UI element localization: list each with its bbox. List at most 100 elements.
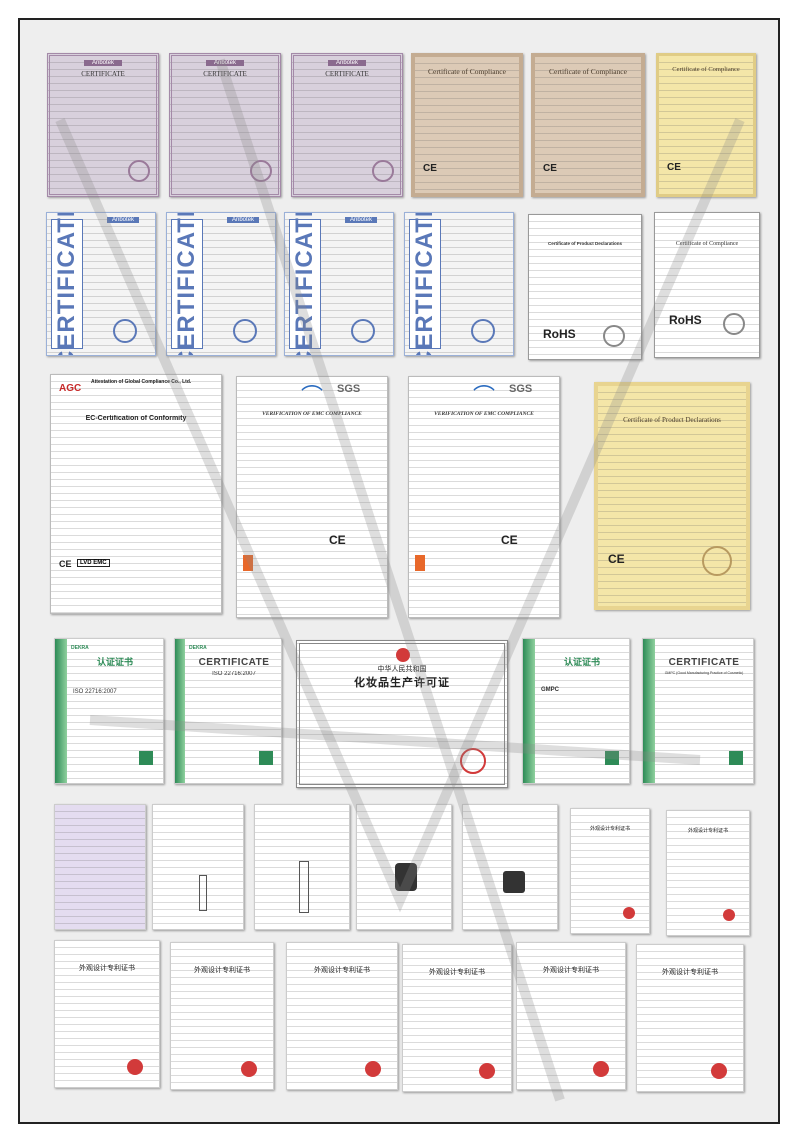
- compliance-certificate-3: Certificate of Compliance CE: [656, 53, 756, 197]
- product-drawing: [199, 875, 207, 911]
- patent-document-4: [356, 804, 452, 930]
- emc-title: VERIFICATION OF EMC COMPLIANCE: [434, 411, 534, 417]
- iso-number: ISO 22716:2007: [73, 689, 117, 695]
- ce-mark: CE: [667, 162, 681, 173]
- patent-document-1: [54, 804, 146, 930]
- rohs-declaration-certificate: Certificate of Product Declarations RoHS: [528, 214, 642, 360]
- anbotek-logo: Anbotek: [227, 217, 259, 223]
- patent-document-5: [462, 804, 558, 930]
- red-seal: [460, 748, 486, 774]
- dekra-logo: DEKRA: [189, 645, 207, 651]
- dekra-certificate-cn-1: DEKRA 认证证书 ISO 22716:2007: [54, 638, 164, 784]
- patent-title: 外观设计专利证书: [589, 827, 630, 832]
- anbotek-logo: Anbotek: [328, 60, 366, 66]
- compliance-title: Certificate of Compliance: [428, 67, 506, 76]
- vertical-title: CERTIFICATE: [171, 213, 203, 355]
- vertical-title: CERTIFICATE: [409, 213, 441, 355]
- product-declarations-title: Certificate of Product Declarations: [547, 241, 623, 246]
- green-side-bar: [55, 639, 67, 783]
- certificate-seal: [471, 319, 495, 343]
- product-declarations-title: Certificate of Product Declarations: [623, 416, 721, 424]
- anbotek-certificate-2: Anbotek CERTIFICATE: [169, 53, 281, 197]
- agc-title: Attestation of Global Compliance Co., Lt…: [91, 379, 192, 385]
- orange-stamp: [415, 555, 425, 571]
- certificate-seal: [128, 160, 150, 182]
- patent-title: 外观设计专利证书: [662, 968, 718, 976]
- green-badge: [259, 751, 273, 765]
- vertical-title: CERTIFICATE: [51, 213, 83, 355]
- patent-title: 外观设计专利证书: [314, 966, 370, 974]
- design-patent-5: 外观设计专利证书: [516, 942, 626, 1090]
- compliance-certificate-2: Certificate of Compliance CE: [531, 53, 645, 197]
- compliance-title: Certificate of Compliance: [672, 66, 740, 73]
- ce-mark: CE: [501, 533, 518, 547]
- compliance-certificate-1: Certificate of Compliance CE: [411, 53, 523, 197]
- red-seal: [127, 1059, 143, 1075]
- rohs-mark: RoHS: [669, 313, 702, 327]
- patent-title: 外观设计专利证书: [79, 964, 135, 972]
- blue-certificate-4: CERTIFICATE: [404, 212, 514, 356]
- rohs-compliance-certificate: Certificate of Compliance RoHS: [654, 212, 760, 358]
- ce-mark: CE: [59, 559, 72, 569]
- gmpc-label: GMPC: [541, 687, 559, 693]
- dekra-iso-certificate: DEKRA CERTIFICATE ISO 22716:2007: [174, 638, 282, 784]
- bird-icon: ⌒: [473, 384, 496, 409]
- national-emblem-icon: [396, 648, 410, 662]
- certificate-seal: [603, 325, 625, 347]
- agc-subtitle: EC-Certification of Conformity: [85, 415, 187, 422]
- ce-mark: CE: [423, 163, 437, 174]
- certificate-seal: [702, 546, 732, 576]
- certificate-title: CERTIFICATE: [668, 657, 740, 668]
- design-patent-2: 外观设计专利证书: [170, 942, 274, 1090]
- anbotek-logo: Anbotek: [345, 217, 377, 223]
- certificate-title: CERTIFICATE: [203, 70, 247, 78]
- red-seal: [593, 1061, 609, 1077]
- ce-mark: CE: [543, 163, 557, 174]
- certificate-seal: [372, 160, 394, 182]
- vertical-title: CERTIFICATE: [289, 213, 321, 355]
- iso-subtitle: ISO 22716:2007: [212, 671, 256, 677]
- certificate-seal: [250, 160, 272, 182]
- green-side-bar: [643, 639, 655, 783]
- license-title: 化妆品生产许可证: [354, 677, 450, 689]
- patent-document-6: 外观设计专利证书: [570, 808, 650, 934]
- patent-document-7: 外观设计专利证书: [666, 810, 750, 936]
- orange-stamp: [243, 555, 253, 571]
- green-side-bar: [523, 639, 535, 783]
- certificate-seal: [351, 319, 375, 343]
- design-patent-3: 外观设计专利证书: [286, 942, 398, 1090]
- patent-title: 外观设计专利证书: [194, 966, 250, 974]
- cn-certificate-title: 认证证书: [96, 657, 133, 667]
- design-patent-6: 外观设计专利证书: [636, 944, 744, 1092]
- sgs-logo: SGS: [509, 383, 533, 395]
- sgs-logo: SGS: [337, 383, 361, 395]
- product-drawing: [299, 861, 309, 913]
- collage-frame: Anbotek CERTIFICATE Anbotek CERTIFICATE …: [18, 18, 780, 1124]
- certificate-title: CERTIFICATE: [198, 657, 270, 668]
- green-badge: [729, 751, 743, 765]
- patent-title: 外观设计专利证书: [687, 829, 728, 834]
- patent-title: 外观设计专利证书: [429, 968, 485, 976]
- anbotek-certificate-3: Anbotek CERTIFICATE: [291, 53, 403, 197]
- cn-certificate-title: 认证证书: [563, 657, 600, 667]
- compliance-title: Certificate of Compliance: [549, 67, 627, 76]
- red-seal: [365, 1061, 381, 1077]
- certificate-seal: [723, 313, 745, 335]
- patent-title: 外观设计专利证书: [543, 966, 599, 974]
- anbotek-logo: Anbotek: [206, 60, 244, 66]
- compliance-title: Certificate of Compliance: [675, 241, 739, 247]
- agc-logo: AGC: [59, 383, 82, 394]
- dekra-gmpc-certificate-cn: 认证证书 GMPC: [522, 638, 630, 784]
- cosmetics-production-license: 中华人民共和国 化妆品生产许可证: [296, 640, 508, 788]
- green-badge: [605, 751, 619, 765]
- certificate-seal: [113, 319, 137, 343]
- green-badge: [139, 751, 153, 765]
- red-seal: [479, 1063, 495, 1079]
- product-drawing: [503, 871, 525, 893]
- emc-title: VERIFICATION OF EMC COMPLIANCE: [262, 411, 362, 417]
- anbotek-certificate-1: Anbotek CERTIFICATE: [47, 53, 159, 197]
- yellow-declarations-certificate: Certificate of Product Declarations CE: [594, 382, 750, 610]
- red-seal: [623, 907, 635, 919]
- blue-certificate-1: CERTIFICATE Anbotek: [46, 212, 156, 356]
- dekra-gmpc-certificate-en: CERTIFICATE GMPC (Good Manufacturing Pra…: [642, 638, 754, 784]
